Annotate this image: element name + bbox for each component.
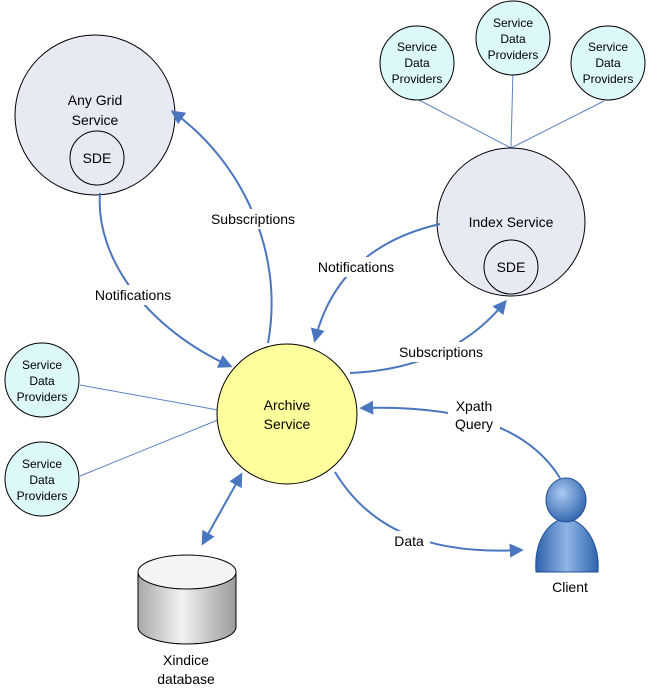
arrow-archive-database	[201, 472, 243, 546]
sdp-line3: Providers	[392, 72, 443, 86]
label-data: Data	[394, 533, 424, 549]
connector-index-sdp-3	[510, 100, 605, 149]
archive-service-label-line2: Service	[264, 416, 311, 432]
label-xpath-line2: Query	[455, 416, 493, 432]
database-cylinder-icon	[137, 554, 237, 645]
sdp-line3: Providers	[17, 390, 68, 404]
connector-lines	[79, 69, 605, 477]
arrow-notifications-from-index	[310, 223, 441, 343]
client-label: Client	[552, 579, 588, 595]
edge-labels: Subscriptions Notifications Notification…	[85, 209, 500, 551]
connector-archive-sdp-2	[79, 412, 236, 477]
connector-index-sdp-1	[416, 98, 512, 149]
archive-service-label-line1: Archive	[264, 397, 311, 413]
sdp-line3: Providers	[17, 489, 68, 503]
database-node[interactable]: Xindice database	[137, 554, 237, 687]
any-grid-service-node[interactable]: Any Grid Service SDE	[14, 34, 176, 196]
service-data-providers-node[interactable]: Service Data Providers	[4, 342, 80, 418]
sdp-circle	[379, 25, 455, 101]
index-service-circle	[436, 147, 586, 297]
service-data-providers-node[interactable]: Service Data Providers	[475, 0, 551, 76]
sdp-circle	[4, 441, 80, 517]
sdp-line1: Service	[22, 358, 62, 372]
index-service-node[interactable]: Index Service SDE	[436, 147, 586, 297]
any-grid-service-sde-label: SDE	[83, 150, 112, 166]
service-data-providers-node[interactable]: Service Data Providers	[4, 441, 80, 517]
sdp-line1: Service	[588, 40, 628, 54]
label-notifications-right: Notifications	[318, 259, 394, 275]
any-grid-service-label-line2: Service	[72, 112, 119, 128]
sdp-line3: Providers	[488, 48, 539, 62]
archive-service-circle	[216, 343, 358, 485]
any-grid-service-label-line1: Any Grid	[68, 92, 122, 108]
connector-index-sdp-2	[510, 69, 514, 149]
any-grid-service-sde-circle	[69, 130, 125, 186]
database-label-line1: Xindice	[163, 652, 209, 668]
archive-service-node[interactable]: Archive Service	[216, 343, 358, 485]
connector-archive-sdp-1	[79, 384, 219, 411]
sdp-circle	[475, 0, 551, 76]
index-service-label: Index Service	[469, 214, 554, 230]
sdp-line1: Service	[397, 40, 437, 54]
sdp-circle	[4, 342, 80, 418]
label-xpath-line1: Xpath	[456, 398, 493, 414]
label-subscriptions-right: Subscriptions	[399, 344, 483, 360]
person-icon	[535, 477, 599, 573]
service-data-providers-node[interactable]: Service Data Providers	[379, 25, 455, 101]
client-node[interactable]: Client	[535, 477, 599, 595]
database-label-line2: database	[157, 671, 215, 687]
index-service-sde-circle	[483, 239, 539, 295]
sdp-line1: Service	[493, 16, 533, 30]
sdp-circle	[570, 25, 646, 101]
sdp-line1: Service	[22, 457, 62, 471]
sdp-line2: Data	[29, 374, 55, 388]
arrow-subscriptions-to-index	[349, 299, 507, 374]
label-subscriptions-left: Subscriptions	[211, 211, 295, 227]
sdp-line2: Data	[404, 56, 430, 70]
sdp-line2: Data	[29, 473, 55, 487]
sdp-line3: Providers	[583, 72, 634, 86]
service-data-providers-node[interactable]: Service Data Providers	[570, 25, 646, 101]
sdp-line2: Data	[500, 32, 526, 46]
index-service-sde-label: SDE	[497, 259, 526, 275]
sdp-line2: Data	[595, 56, 621, 70]
label-notifications-left: Notifications	[95, 287, 171, 303]
